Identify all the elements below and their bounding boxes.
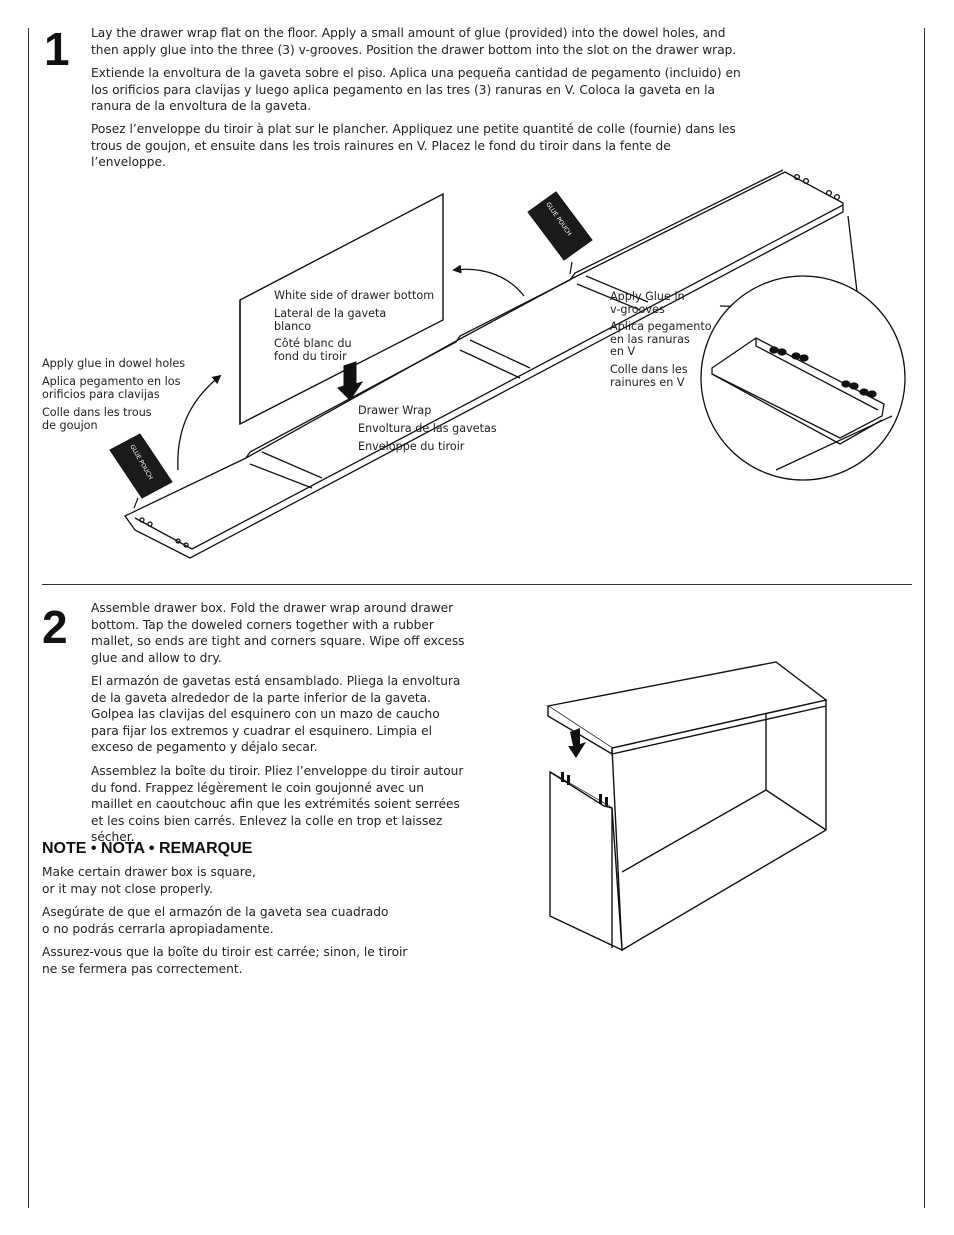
step-1-text-es: Extiende la envoltura de la gaveta sobre… xyxy=(91,66,741,113)
note-text-en: Make certain drawer box is square, or it… xyxy=(42,865,256,896)
label-dowel-en: Apply glue in dowel holes xyxy=(42,357,186,370)
drawer-bottom-panel xyxy=(239,192,444,426)
label-vgroove-es: Aplica pegamento en las ranuras en V xyxy=(610,320,712,358)
drawer-box-diagram xyxy=(546,661,828,952)
note-heading: NOTE • NOTA • REMARQUE xyxy=(42,840,253,857)
step-2-text-fr: Assemblez la boîte du tiroir. Pliez l’en… xyxy=(91,764,464,844)
box-dowels xyxy=(561,772,608,807)
right-margin-rule xyxy=(924,28,925,1208)
label-white-side-fr: Côté blanc du fond du tiroir xyxy=(274,337,352,363)
note-text-fr: Assurez-vous que la boîte du tiroir est … xyxy=(42,945,408,976)
note-text-es: Asegúrate de que el armazón de la gaveta… xyxy=(42,905,389,936)
step-2-text-en: Assemble drawer box. Fold the drawer wra… xyxy=(91,601,465,665)
step-2-number: 2 xyxy=(42,601,68,653)
label-dowel-fr: Colle dans les trous de goujon xyxy=(42,406,152,432)
step-1-text-fr: Posez l’enveloppe du tiroir à plat sur l… xyxy=(91,122,736,169)
label-wrap-fr: Enveloppe du tiroir xyxy=(358,440,465,453)
fold-arrow xyxy=(568,728,586,758)
insert-arrow xyxy=(337,361,364,401)
label-white-side-en: White side of drawer bottom xyxy=(274,289,435,302)
step-1-text-en: Lay the drawer wrap flat on the floor. A… xyxy=(91,26,737,57)
dowel-detail-callout xyxy=(700,215,906,481)
label-vgroove-en: Apply Glue in v-grooves xyxy=(610,290,685,316)
label-wrap-es: Envoltura de las gavetas xyxy=(358,422,497,435)
left-margin-rule xyxy=(28,28,29,1208)
curved-arrow-right xyxy=(452,264,525,297)
label-wrap-en: Drawer Wrap xyxy=(358,404,432,417)
step-1-number: 1 xyxy=(44,23,70,75)
label-dowel-es: Aplica pegamento en los orificios para c… xyxy=(42,375,181,401)
label-vgroove-fr: Colle dans les rainures en V xyxy=(610,363,688,389)
glue-pouch-right-icon: GLUE POUCH xyxy=(527,191,593,275)
glue-pouch-left-icon: GLUE POUCH xyxy=(109,433,173,509)
label-white-side-es: Lateral de la gaveta blanco xyxy=(274,307,387,333)
step-2-text-es: El armazón de gavetas está ensamblado. P… xyxy=(91,674,461,754)
drawer-wrap-diagram xyxy=(124,169,844,559)
curved-arrow-left xyxy=(177,374,222,471)
step-divider xyxy=(42,584,912,585)
